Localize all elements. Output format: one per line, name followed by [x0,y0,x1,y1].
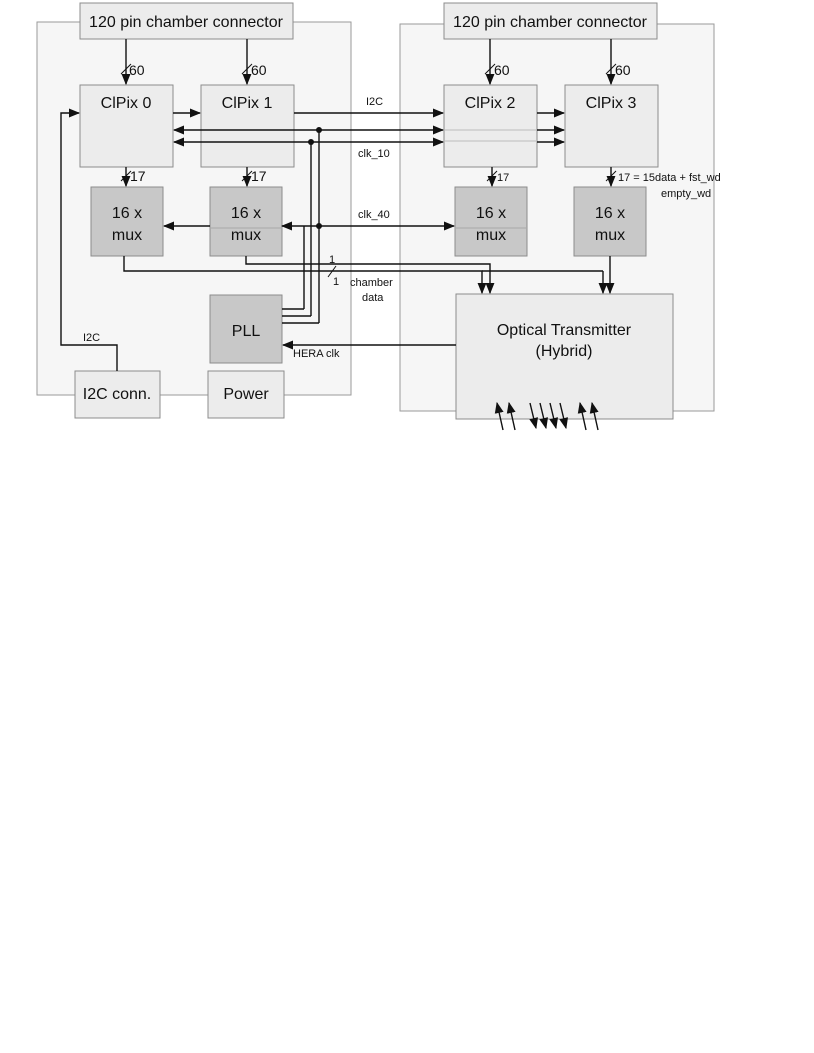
bus-17-label-a: 17 [130,168,146,184]
mux-right-1 [454,186,528,257]
mux-left-1 [90,186,164,257]
chamber-connector-right-label: 120 pin chamber connector [453,14,648,31]
mux-left-1-output [123,256,487,295]
bus-17-label-c: 17 [497,172,509,184]
power-box [207,370,285,419]
i2c-connector-label: I2C conn. [83,386,151,403]
i2c-bus-label: I2C [366,96,383,108]
chamber-data-label-1: chamber [350,277,393,289]
i2c-left-label: I2C [83,332,100,344]
i2c-connector-to-clpix0 [60,108,118,371]
bus-17-label-d2: empty_wd [661,188,711,200]
bus-60-label-c: 60 [494,62,510,78]
bus-1-label-a: 1 [329,254,335,266]
chamber-connector-left [79,2,294,40]
power-label: Power [223,386,269,403]
mux-left-1-line1: 16 x [112,205,142,222]
clpix-2-label: ClPix 2 [465,95,516,112]
left-board-panel [36,21,352,396]
clpix-2 [443,84,538,168]
mux-left-2-output [245,256,495,295]
hera-clk-label: HERA clk [293,348,340,360]
clpix-1-label: ClPix 1 [222,95,273,112]
chamber-connector-right [443,2,658,40]
mux-left-1-line2: mux [112,227,142,244]
optical-transmitter [455,293,674,420]
mux-left-2-line1: 16 x [231,205,261,222]
bus-17-label-d: 17 = 15data + fst_wd [618,172,721,184]
clpix-0 [79,84,174,168]
pll-box [209,294,283,364]
clpix-3-label: ClPix 3 [586,95,637,112]
bus-17-label-b: 17 [251,168,267,184]
pll-label: PLL [232,323,261,340]
bus-60-label-b: 60 [251,62,267,78]
chamber-connector-left-label: 120 pin chamber connector [89,14,284,31]
mux-right-2 [573,186,647,257]
optical-fibre-arrows [494,401,599,431]
clk-40-label: clk_40 [358,209,390,221]
mux-right-2-line2: mux [595,227,625,244]
mux-right-1-line2: mux [476,227,506,244]
chamber-data-label-2: data [362,292,384,304]
mux-right-2-line1: 16 x [595,205,625,222]
mux-left-2-line2: mux [231,227,261,244]
bus-60-label-d: 60 [615,62,631,78]
optical-transmitter-line1: Optical Transmitter [497,322,632,339]
mux-right-1-line1: 16 x [476,205,506,222]
optical-transmitter-line2: (Hybrid) [536,343,593,360]
bus-1-label-b: 1 [333,276,339,288]
clpix-0-label: ClPix 0 [101,95,152,112]
bus-60-label-a: 60 [129,62,145,78]
clk-10-label: clk_10 [358,148,390,160]
